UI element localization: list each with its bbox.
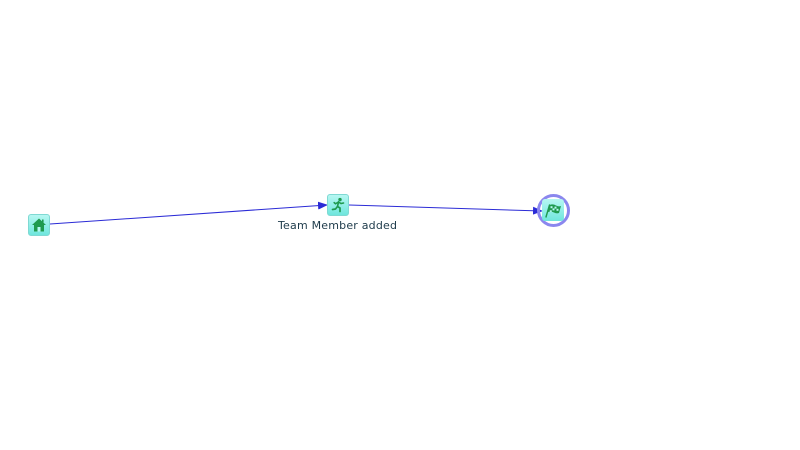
edge-task-to-end[interactable] [348, 204, 543, 215]
end-node-ring[interactable] [537, 194, 570, 227]
end-node[interactable] [542, 199, 564, 221]
checkered-flag-icon [544, 202, 562, 218]
edge-start-to-task[interactable] [49, 201, 328, 225]
home-icon [31, 217, 47, 233]
runner-icon [330, 197, 346, 213]
start-node[interactable] [28, 214, 50, 236]
task-node-label: Team Member added [278, 219, 398, 232]
task-node[interactable] [327, 194, 349, 216]
